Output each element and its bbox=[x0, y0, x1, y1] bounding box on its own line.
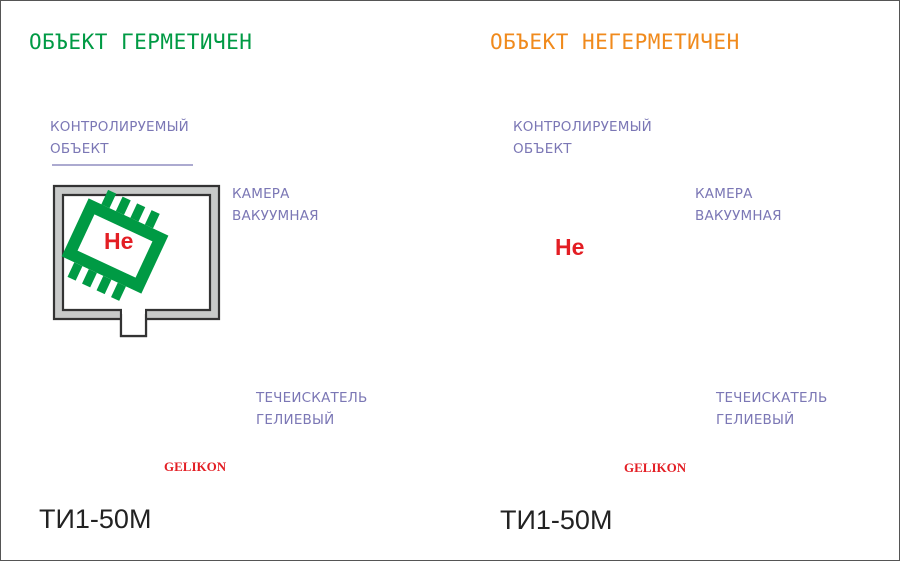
chamber-label: КАМЕРА ВАКУУМНАЯ bbox=[695, 186, 782, 224]
object-label: КОНТРОЛИРУЕМЫЙ ОБЪЕКТ bbox=[50, 119, 189, 157]
leaking-title: ОБЪЕКТ НЕГЕРМЕТИЧЕН bbox=[490, 30, 740, 54]
model-name: ТИ1-50М bbox=[500, 505, 613, 535]
brand-logo: GELIKON bbox=[164, 459, 227, 474]
object-label: КОНТРОЛИРУЕМЫЙ ОБЪЕКТ bbox=[513, 119, 652, 157]
chip-icon bbox=[61, 189, 169, 301]
model-name: ТИ1-50М bbox=[39, 504, 152, 534]
chamber-label: КАМЕРА ВАКУУМНАЯ bbox=[232, 186, 319, 224]
helium-symbol: He bbox=[555, 234, 585, 260]
brand-logo: GELIKON bbox=[624, 460, 687, 475]
helium-symbol: He bbox=[104, 228, 134, 254]
sealed-title: ОБЪЕКТ ГЕРМЕТИЧЕН bbox=[29, 30, 253, 54]
sealed-panel bbox=[52, 164, 221, 338]
detector-label: ТЕЧЕИСКАТЕЛЬ ГЕЛИЕВЫЙ bbox=[256, 390, 368, 428]
detector-label: ТЕЧЕИСКАТЕЛЬ ГЕЛИЕВЫЙ bbox=[716, 390, 828, 428]
